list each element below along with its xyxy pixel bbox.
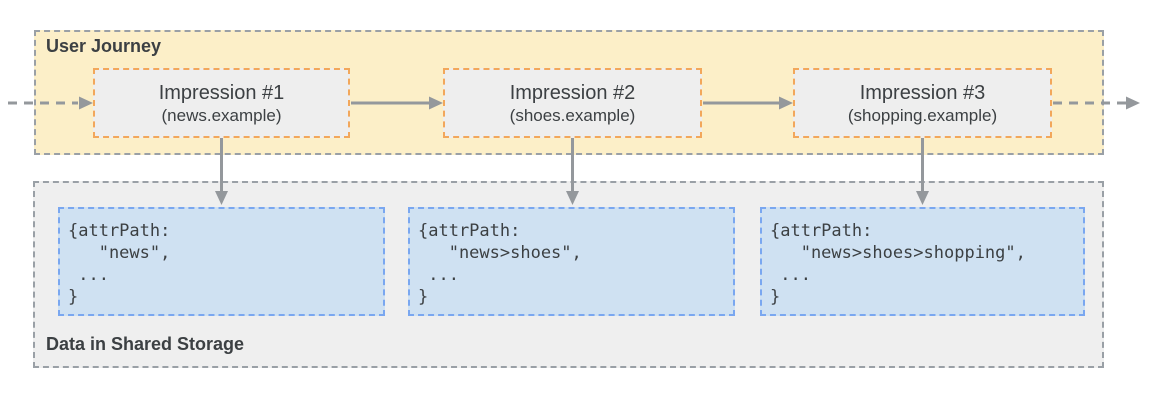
storage-entry-1: {attrPath: "news", ... } xyxy=(58,207,385,316)
impression-3-title: Impression #3 xyxy=(859,81,986,104)
impression-1-title: Impression #1 xyxy=(158,81,285,104)
impression-box-3: Impression #3 (shopping.example) xyxy=(793,68,1052,138)
shared-storage-label: Data in Shared Storage xyxy=(46,334,245,354)
impression-3-domain: (shopping.example) xyxy=(847,105,998,125)
storage-entry-3: {attrPath: "news>shoes>shopping", ... } xyxy=(760,207,1085,316)
user-journey-label: User Journey xyxy=(46,36,162,56)
impression-box-1: Impression #1 (news.example) xyxy=(93,68,350,138)
impression-2-title: Impression #2 xyxy=(509,81,636,104)
storage-entry-2: {attrPath: "news>shoes", ... } xyxy=(408,207,735,316)
impression-2-domain: (shoes.example) xyxy=(509,105,636,125)
impression-1-domain: (news.example) xyxy=(161,105,282,125)
impression-box-2: Impression #2 (shoes.example) xyxy=(443,68,702,138)
